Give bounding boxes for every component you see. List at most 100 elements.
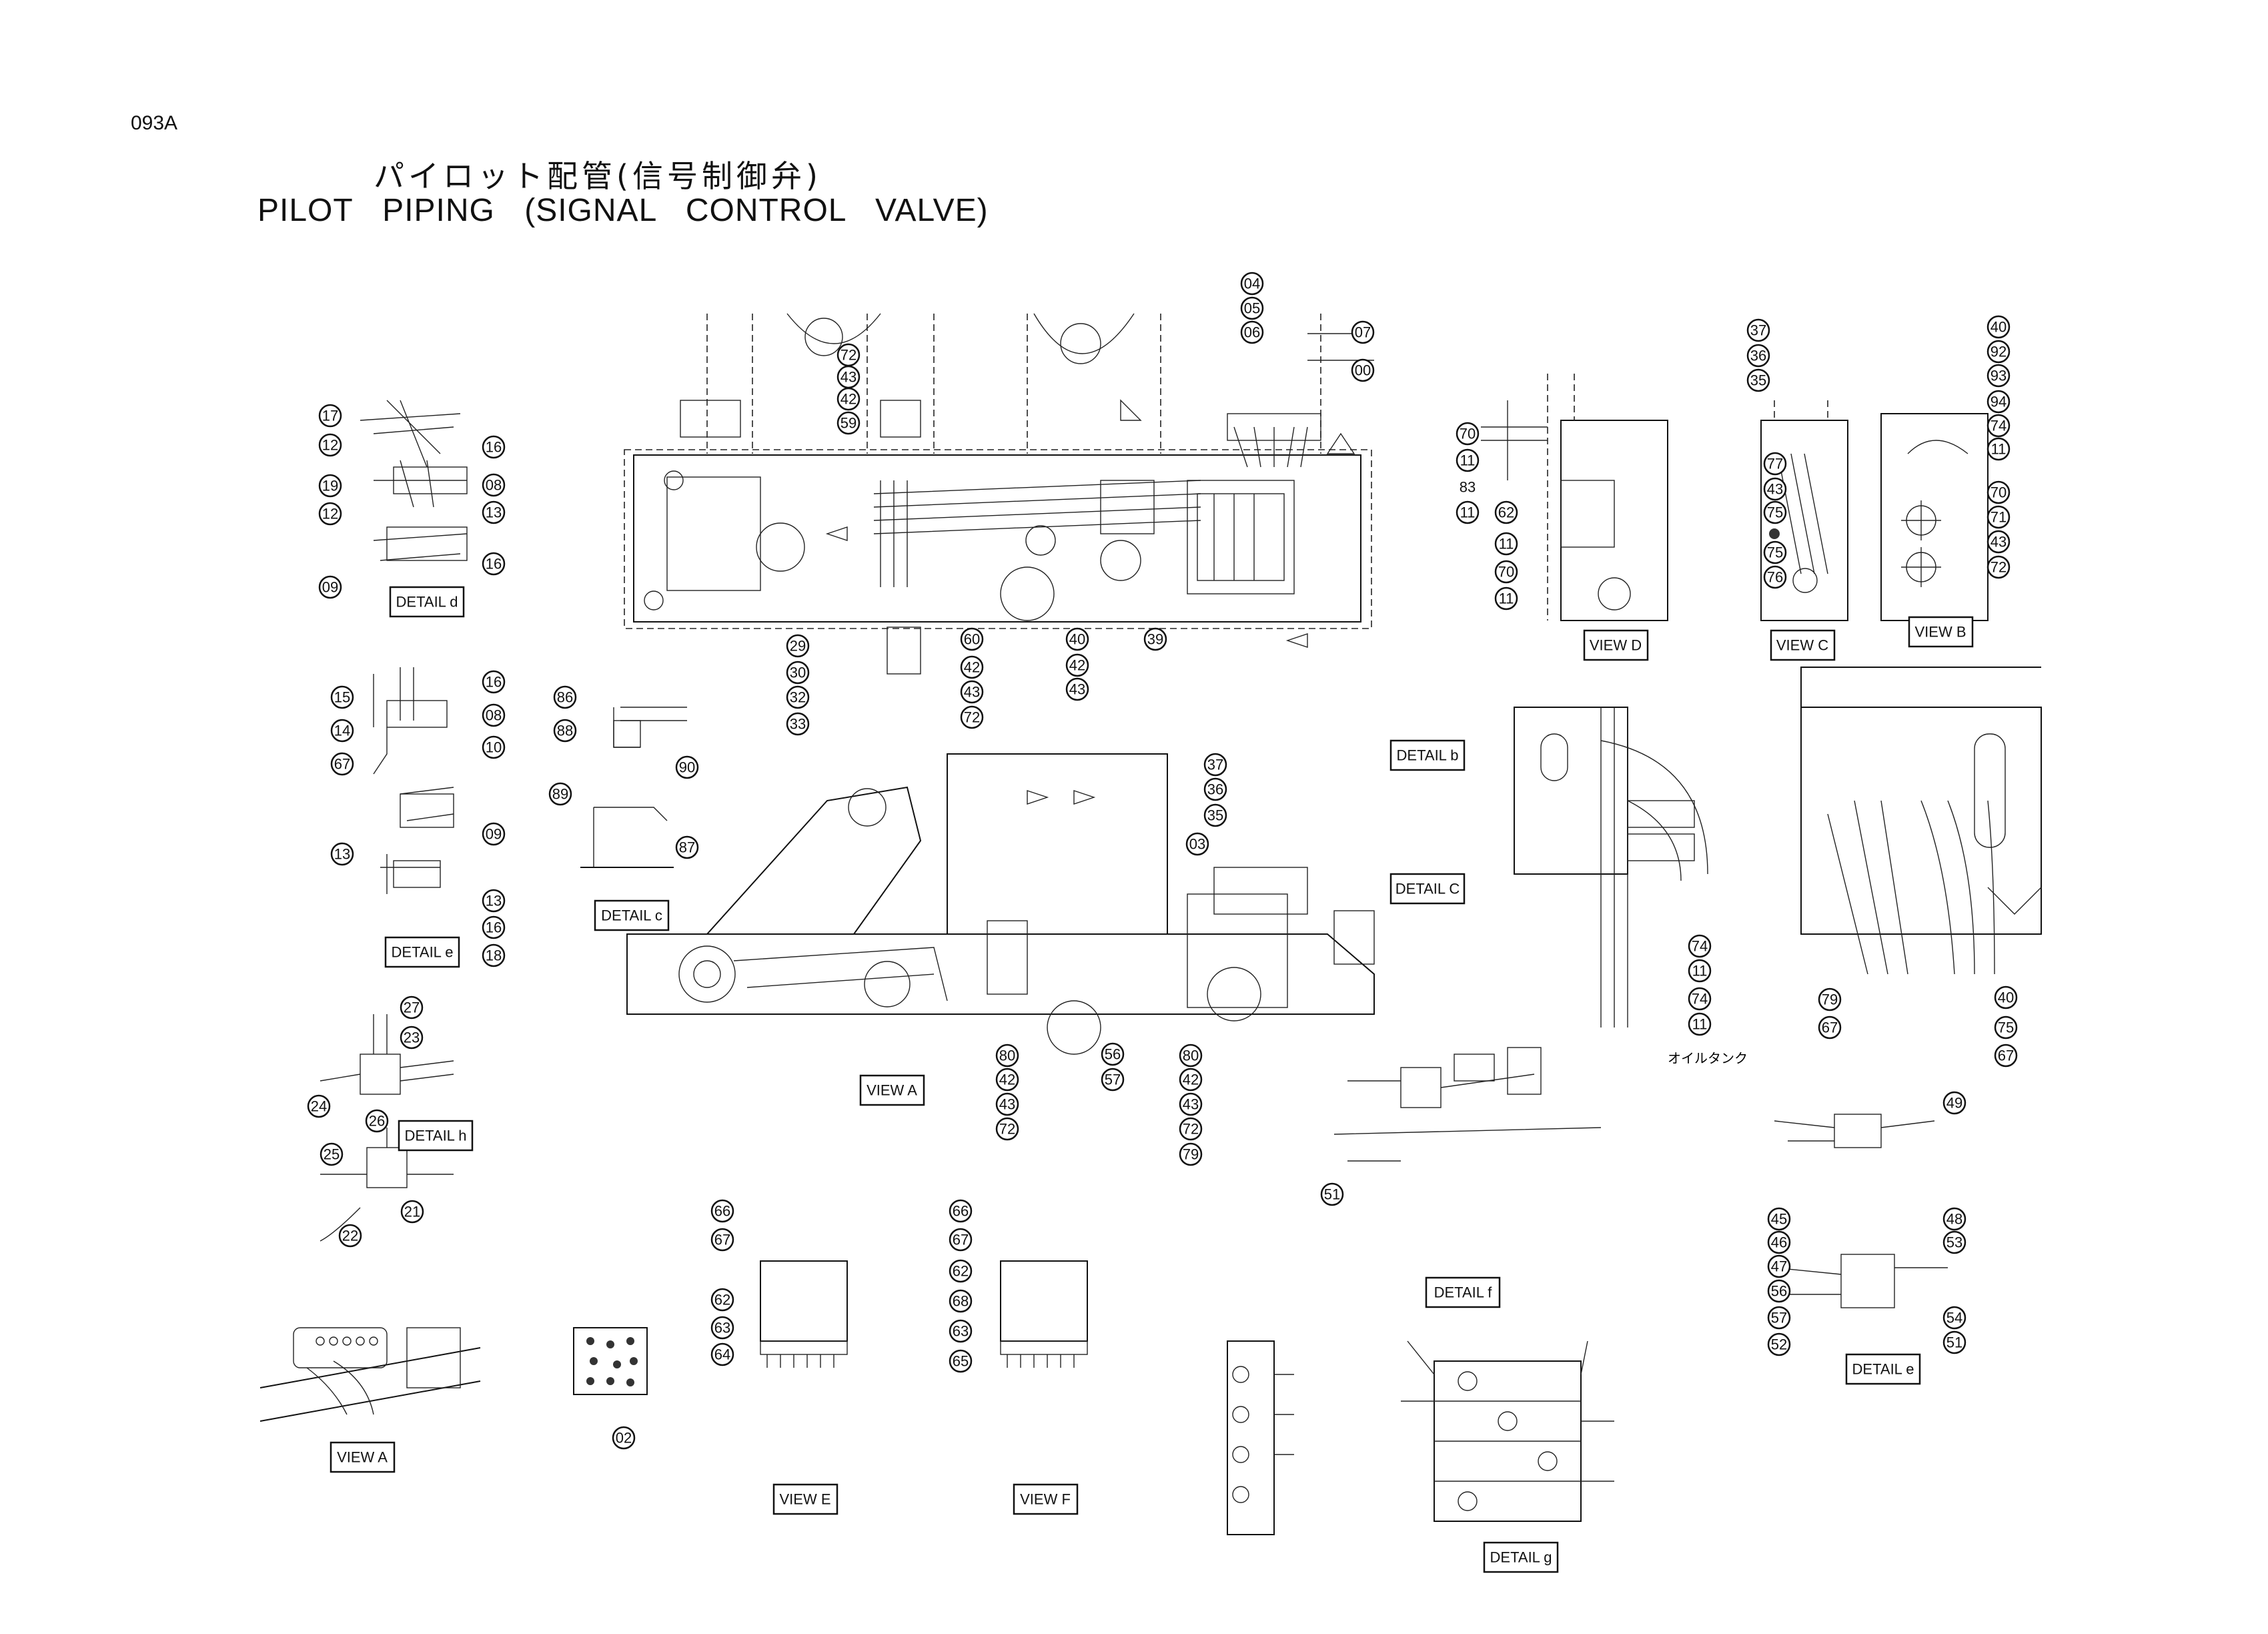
- callout: 30: [786, 661, 810, 685]
- callout: 80: [995, 1044, 1019, 1068]
- svg-text:42: 42: [999, 1072, 1015, 1088]
- view-c-frame: [1760, 400, 1848, 621]
- svg-text:63: 63: [953, 1323, 969, 1340]
- svg-text:75: 75: [1767, 544, 1783, 561]
- callout: 15: [330, 685, 354, 709]
- callout: 72: [1179, 1117, 1203, 1141]
- svg-text:24: 24: [311, 1098, 327, 1115]
- callout: 13: [482, 889, 506, 913]
- svg-text:13: 13: [486, 504, 502, 521]
- svg-text:08: 08: [486, 477, 502, 494]
- svg-text:52: 52: [1771, 1336, 1787, 1353]
- callout: 25: [320, 1142, 344, 1166]
- view-f-block: [1000, 1260, 1088, 1368]
- callout: 79: [1818, 987, 1842, 1011]
- callout: 49: [1942, 1091, 1966, 1115]
- callout: 11: [1456, 448, 1480, 472]
- callout: 36: [1746, 344, 1770, 368]
- callout: 94: [1987, 390, 2011, 414]
- svg-text:16: 16: [486, 674, 502, 691]
- callout: 37: [1203, 753, 1227, 777]
- svg-text:43: 43: [964, 684, 980, 701]
- callout: 32: [786, 685, 810, 709]
- callout: 51: [1320, 1182, 1344, 1206]
- svg-text:83: 83: [1460, 479, 1476, 496]
- svg-text:57: 57: [1105, 1072, 1121, 1088]
- svg-text:54: 54: [1946, 1310, 1962, 1326]
- callout: 09: [318, 575, 342, 599]
- svg-text:67: 67: [714, 1232, 730, 1248]
- callout: 16: [482, 552, 506, 576]
- detail-g-valve-block: [1401, 1340, 1614, 1522]
- label-view-a-small: VIEW A: [330, 1441, 396, 1473]
- svg-text:72: 72: [999, 1121, 1015, 1138]
- callout: 40: [1994, 985, 2018, 1009]
- svg-text:VIEW D: VIEW D: [1590, 637, 1642, 654]
- svg-text:12: 12: [322, 506, 338, 522]
- callout: 77: [1763, 452, 1787, 476]
- callout: 72: [836, 343, 861, 367]
- svg-text:72: 72: [964, 709, 980, 726]
- svg-text:09: 09: [486, 826, 502, 843]
- svg-text:37: 37: [1750, 322, 1766, 339]
- svg-text:72: 72: [1991, 559, 2007, 576]
- callout: 47: [1767, 1254, 1791, 1278]
- svg-text:51: 51: [1946, 1334, 1962, 1351]
- svg-text:11: 11: [1692, 1016, 1708, 1033]
- svg-text:03: 03: [1189, 836, 1205, 853]
- callout: 09: [482, 822, 506, 846]
- svg-text:65: 65: [953, 1353, 969, 1370]
- label-detail-e: DETAIL e: [384, 936, 460, 968]
- svg-text:37: 37: [1207, 757, 1223, 773]
- svg-text:76: 76: [1767, 569, 1783, 586]
- callout: 03: [1185, 832, 1209, 856]
- svg-text:DETAIL C: DETAIL C: [1395, 881, 1460, 897]
- svg-text:VIEW A: VIEW A: [337, 1449, 388, 1466]
- svg-text:10: 10: [486, 739, 502, 756]
- callout: 06: [1240, 320, 1264, 344]
- svg-text:70: 70: [1991, 484, 2007, 501]
- callout: 43: [1065, 677, 1089, 701]
- callout: 79: [1179, 1142, 1203, 1166]
- main-frame-side-view: [626, 753, 1375, 1055]
- callout: 39: [1143, 627, 1167, 651]
- callout: 74: [1987, 414, 2011, 438]
- svg-text:DETAIL h: DETAIL h: [405, 1128, 467, 1144]
- svg-text:64: 64: [714, 1346, 730, 1363]
- svg-text:40: 40: [1998, 989, 2014, 1006]
- callout: 63: [949, 1319, 973, 1343]
- svg-text:16: 16: [486, 556, 502, 572]
- view-d-frame: [1481, 374, 1668, 621]
- svg-text:26: 26: [369, 1113, 385, 1130]
- callout: 71: [1987, 505, 2011, 529]
- label-detail-f: DETAIL f: [1425, 1276, 1501, 1308]
- callout: 43: [1763, 477, 1787, 501]
- svg-text:45: 45: [1771, 1211, 1787, 1228]
- callout: 74: [1688, 987, 1712, 1011]
- svg-text:87: 87: [679, 839, 695, 856]
- callout: 89: [548, 782, 572, 806]
- callout: 45: [1767, 1207, 1791, 1231]
- callout: 11: [1987, 437, 2011, 461]
- callout: 63: [710, 1316, 734, 1340]
- valve-stack-side: [1227, 1340, 1294, 1535]
- callout: 26: [365, 1109, 389, 1133]
- svg-text:66: 66: [714, 1203, 730, 1220]
- callout: 42: [836, 387, 861, 411]
- callout-bubbles: 17 12 19 12 09 16 08 13 16 04 05 06 07 0…: [307, 272, 2018, 1450]
- svg-text:23: 23: [404, 1030, 420, 1046]
- label-detail-h: DETAIL h: [398, 1120, 474, 1152]
- svg-text:DETAIL b: DETAIL b: [1397, 747, 1459, 764]
- svg-text:30: 30: [790, 665, 806, 681]
- callout: 80: [1179, 1044, 1203, 1068]
- callout: 42: [1179, 1068, 1203, 1092]
- label-view-b: VIEW B: [1908, 616, 1974, 648]
- svg-text:89: 89: [552, 786, 568, 803]
- callout: 07: [1351, 320, 1375, 344]
- callout: 66: [710, 1199, 734, 1223]
- svg-text:74: 74: [1692, 938, 1708, 955]
- callout: 05: [1240, 296, 1264, 320]
- detail-c-assembly: [580, 707, 687, 868]
- callout: 62: [710, 1288, 734, 1312]
- svg-text:70: 70: [1498, 564, 1514, 580]
